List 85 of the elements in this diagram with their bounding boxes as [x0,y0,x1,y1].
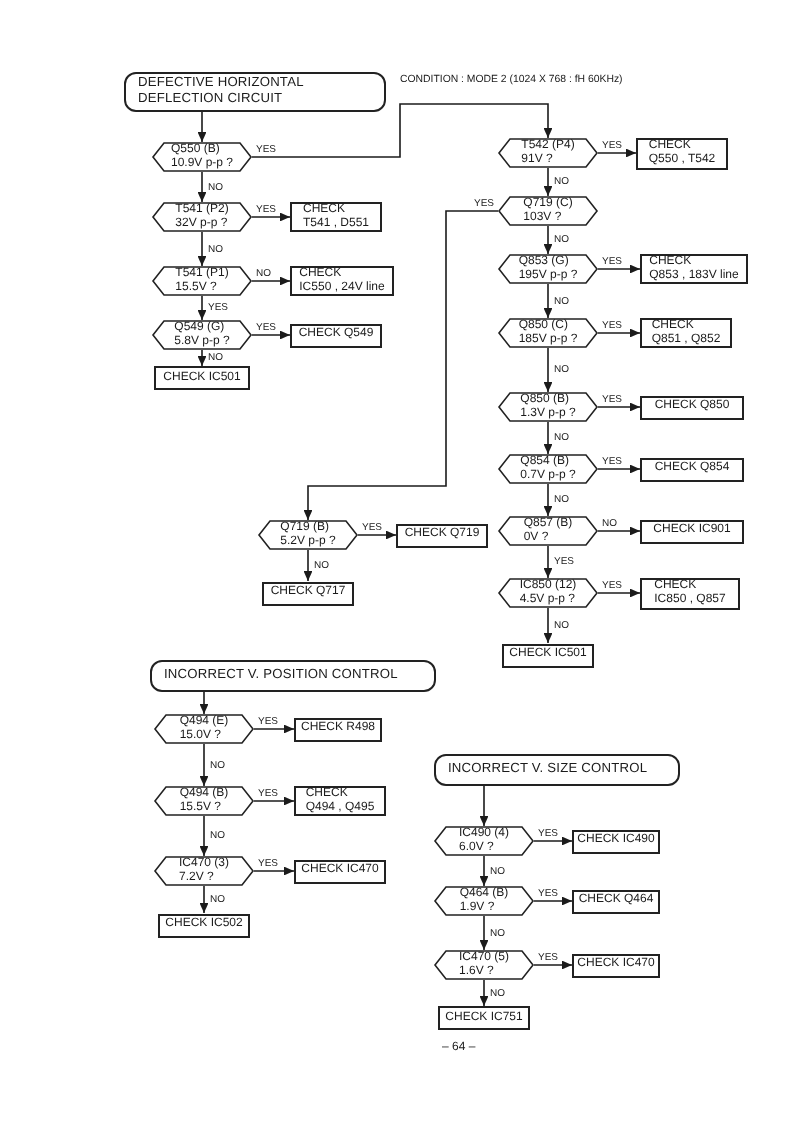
arrow [543,167,553,197]
decision-hexagon [154,856,254,886]
action-box [290,323,382,347]
decision-hexagon [498,578,598,608]
action-box [158,913,250,937]
arrow [303,549,313,582]
action-box [438,1006,530,1030]
section-header-box [150,660,436,692]
arrow [543,607,553,644]
action-box [640,577,740,609]
decision-hexagon [498,318,598,348]
decision-hexagon [498,454,598,484]
arrow [543,421,553,455]
arrow [533,836,573,846]
action-box [572,889,660,913]
arrow [199,691,209,715]
decision-hexagon [498,392,598,422]
decision-hexagon [434,950,534,980]
action-box [154,366,250,390]
arrow [479,915,489,951]
decision-hexagon [152,202,252,232]
decision-hexagon [498,254,598,284]
arrow [251,330,291,340]
arrow [597,588,641,598]
arrow [597,328,641,338]
arrow [197,111,207,143]
decision-hexagon [258,520,358,550]
action-box [294,859,386,883]
arrow [543,225,553,255]
arrow [479,979,489,1007]
arrow [479,785,489,827]
decision-hexagon [498,138,598,168]
arrow [543,347,553,393]
action-box [640,254,748,284]
arrow [199,815,209,857]
action-box [294,786,386,816]
action-box [396,523,488,547]
action-box [640,395,744,419]
arrow [253,724,295,734]
action-box [640,457,744,481]
decision-hexagon [154,786,254,816]
decision-hexagon [498,516,598,546]
action-box [262,581,354,605]
arrow [597,464,641,474]
action-box [572,829,660,853]
arrow [199,885,209,914]
arrow [543,545,553,579]
arrow [597,402,641,412]
decision-hexagon [434,826,534,856]
action-box [572,953,660,977]
arrow [597,148,637,158]
arrow [197,171,207,203]
action-box [640,318,732,348]
action-box [294,717,382,741]
arrow [543,283,553,319]
arrow [251,276,291,286]
arrow [197,295,207,321]
action-box [290,266,394,296]
arrow [543,483,553,517]
decision-hexagon [434,886,534,916]
arrow [303,210,499,521]
decision-hexagon [154,714,254,744]
arrow [251,103,553,158]
arrow [253,866,295,876]
decision-hexagon [498,196,598,226]
arrow [533,960,573,970]
arrow [597,526,641,536]
action-box [636,137,728,169]
section-header-box [434,754,680,786]
decision-hexagon [152,320,252,350]
section-header-box [124,72,386,112]
arrow [479,855,489,887]
arrow [197,231,207,267]
decision-hexagon [152,142,252,172]
arrow [199,743,209,787]
action-box [502,643,594,667]
decision-hexagon [152,266,252,296]
arrow [251,212,291,222]
arrow [253,796,295,806]
arrow [357,530,397,540]
arrow [533,896,573,906]
arrow [597,264,641,274]
action-box [640,519,744,543]
action-box [290,202,382,232]
arrow [197,349,207,367]
